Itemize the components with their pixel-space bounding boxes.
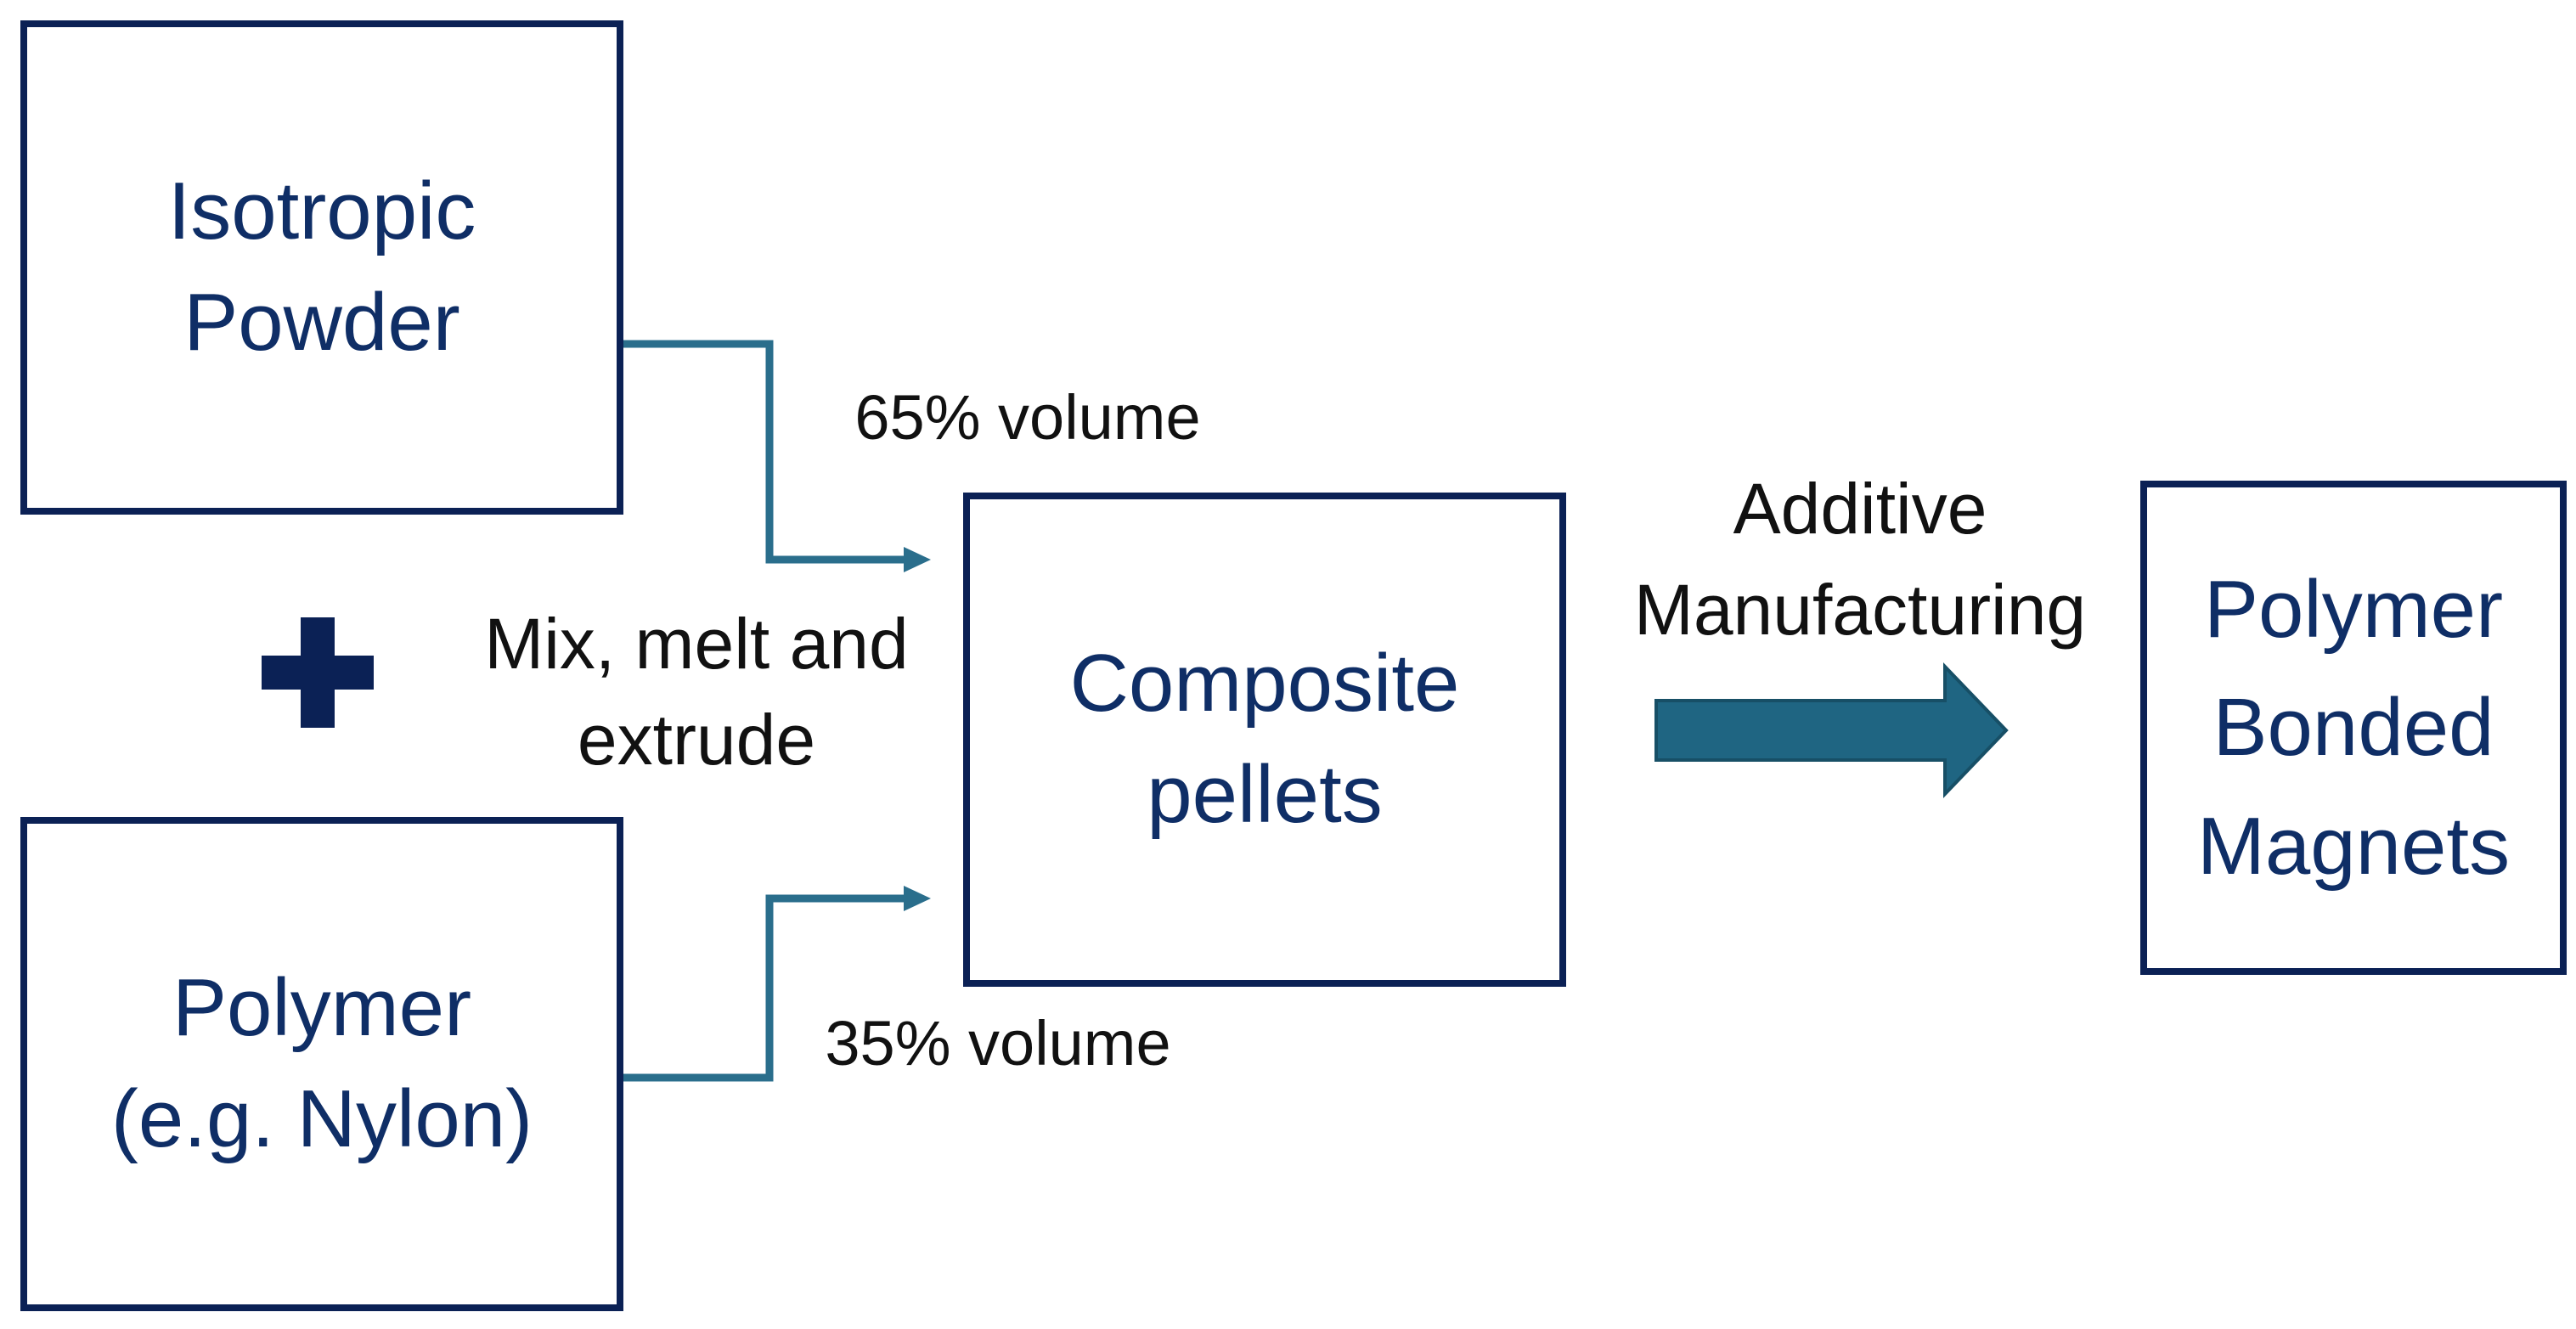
isotropic-powder-box: Isotropic Powder [20, 20, 623, 515]
composite-pellets-label: Composite pellets [1069, 638, 1460, 840]
polymer-connector-arrowhead [904, 886, 931, 911]
polymer-connector [623, 894, 909, 1082]
polymer-box: Polymer (e.g. Nylon) [20, 817, 623, 1311]
polymer-bonded-magnets-label: Polymer Bonded Magnets [2196, 564, 2511, 892]
polymer-bonded-magnets-box: Polymer Bonded Magnets [2140, 481, 2567, 975]
powder-connector-arrowhead [904, 547, 931, 572]
powder-volume-label: 65% volume [854, 382, 1201, 453]
mix-melt-extrude-label: Mix, melt and extrude [484, 604, 909, 780]
polymer-label: Polymer (e.g. Nylon) [110, 962, 533, 1164]
additive-manufacturing-label: Additive Manufacturing [1633, 469, 2087, 650]
isotropic-powder-label: Isotropic Powder [167, 166, 476, 368]
powder-connector [623, 340, 909, 564]
polymer-volume-label: 35% volume [825, 1008, 1171, 1078]
plus-icon [262, 617, 374, 728]
composite-pellets-box: Composite pellets [963, 493, 1566, 987]
right-arrow-icon [1654, 662, 2009, 798]
